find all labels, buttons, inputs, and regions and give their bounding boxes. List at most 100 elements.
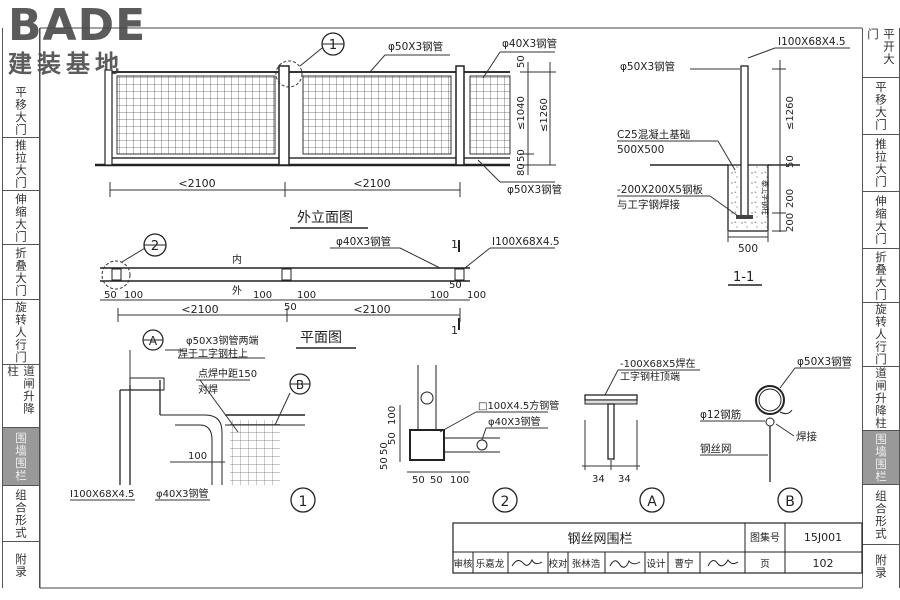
section-title: 1-1 — [733, 270, 754, 285]
right-tab-folding-gate[interactable]: 折叠大门 — [863, 249, 899, 303]
tab-label: 旋转人行门 — [874, 303, 888, 366]
elev-span-left: <2100 — [178, 177, 215, 190]
drawing-title: 钢丝网围栏 — [567, 532, 632, 547]
detailB-label-weld: 焊接 — [796, 430, 817, 443]
detail2-dim-b100: 100 — [450, 475, 469, 486]
detail2-label-square: □100X4.5方钢管 — [478, 399, 559, 412]
detailA-dim-right: 34 — [618, 474, 631, 485]
plan-post-0 — [111, 268, 122, 281]
logo-chinese: 建装基地 — [8, 50, 124, 78]
detail2-marker: 2 — [501, 494, 510, 510]
checker-signature — [609, 560, 641, 568]
mesh-panel-3 — [469, 75, 511, 155]
right-tab-revolving-door[interactable]: 旋转人行门 — [863, 303, 899, 367]
right-tab-sliding-gate[interactable]: 平移大门 — [863, 78, 899, 135]
left-tab-push-gate[interactable]: 推拉大门 — [3, 138, 39, 191]
tab-label: 旋转人行门 — [14, 300, 28, 364]
plan-label-beam: I100X68X4.5 — [492, 236, 560, 248]
page-number: 102 — [813, 557, 834, 570]
right-tab-swing-gate[interactable]: 平开大门 — [863, 28, 899, 78]
plan-marker-text: 2 — [151, 239, 159, 254]
elev-top-label: φ50X3钢管 — [388, 40, 443, 53]
detailB-marker: B — [785, 494, 795, 510]
right-tab-push-gate[interactable]: 推拉大门 — [863, 135, 899, 192]
left-tab-sliding-gate[interactable]: 平移大门 — [3, 85, 39, 138]
left-tab-appendix[interactable]: 附录 — [3, 542, 39, 588]
elev-dim-mid: ≤1040 — [516, 96, 527, 130]
plan-span-left: <2100 — [181, 303, 218, 316]
checker-name: 张林浩 — [572, 558, 601, 570]
tab-label: 道闸升降柱 — [6, 365, 36, 415]
left-tab-combination[interactable]: 组合形式 — [3, 486, 39, 542]
tab-label: 折叠大门 — [14, 247, 28, 297]
detail1-marker-a: A — [149, 334, 158, 348]
left-tab-barrier-bollard[interactable]: 道闸升降柱 — [3, 365, 39, 428]
right-tab-retractable-gate[interactable]: 伸缩大门 — [863, 192, 899, 249]
right-tab-appendix[interactable]: 附录 — [863, 545, 899, 588]
detail-1: A B φ50X3钢管两端 焊于工字钢柱上 点焊中距150 对焊 100 I10… — [70, 329, 316, 513]
left-tab-fence-active[interactable]: 围墙围栏 — [3, 428, 39, 486]
detail2-tube-top — [420, 391, 434, 405]
page-label: 页 — [760, 559, 770, 570]
detail2-dim-b50a: 50 — [412, 475, 425, 486]
detailA-cap-plate — [584, 394, 638, 401]
detail1-marker-b: B — [296, 378, 304, 392]
tab-label: 推拉大门 — [14, 139, 28, 189]
tab-label: 折叠大门 — [874, 250, 888, 301]
tab-label: 组合形式 — [874, 489, 888, 540]
left-tab-folding-gate[interactable]: 折叠大门 — [3, 245, 39, 300]
right-category-tabs: 平开大门 平移大门 推拉大门 伸缩大门 折叠大门 旋转人行门 道闸升降柱 围墙围… — [862, 28, 900, 588]
reviewer-name: 乐嘉龙 — [476, 558, 505, 570]
detail2-dim-b50b: 50 — [430, 475, 443, 486]
section-mark-bottom: 1 — [451, 324, 458, 337]
check-label: 校对 — [548, 558, 568, 570]
tab-label: 道闸升降柱 — [874, 367, 888, 430]
detail1-label-tube: φ50X3钢管两端 — [186, 334, 259, 347]
section-label-concrete: C25混凝土基础 — [617, 128, 690, 141]
detailB-bar — [765, 417, 775, 427]
section-dim-200: 200 — [785, 189, 796, 208]
detailA-marker: A — [647, 494, 657, 510]
design-label: 设计 — [646, 558, 666, 570]
section-label-beam: I100X68X4.5 — [778, 36, 846, 48]
section-label-plate: -200X200X5钢板 — [617, 183, 703, 196]
left-tab-retractable-gate[interactable]: 伸缩大门 — [3, 191, 39, 245]
right-tab-combination[interactable]: 组合形式 — [863, 485, 899, 545]
section-mark-top: 1 — [451, 238, 458, 251]
left-tab-revolving-door[interactable]: 旋转人行门 — [3, 300, 39, 365]
section-dim-width: 500 — [738, 243, 758, 255]
section-label-size: 500X500 — [617, 144, 664, 156]
section-inner-label: 基工字钢柱 — [761, 180, 770, 215]
detail2-label-tube: φ40X3钢管 — [488, 415, 541, 428]
tab-label: 附录 — [14, 552, 28, 578]
plan-dim-4: 50 — [284, 302, 297, 313]
mesh-panel-2 — [302, 75, 452, 155]
elevation-view: 1 φ50X3钢管 φ40X3钢管 φ50X3钢管 <2100 <2100 — [95, 32, 562, 229]
elev-marker-text: 1 — [329, 38, 337, 53]
tab-label: 伸缩大门 — [874, 195, 888, 245]
tab-label: 伸缩大门 — [14, 192, 28, 243]
detailB-tube — [755, 385, 785, 415]
detail1-dim: 100 — [188, 451, 207, 462]
elev-dim-total: ≤1260 — [539, 98, 550, 132]
detailA-label-plate: -100X68X5焊在 — [620, 358, 695, 370]
detailB-label-tube: φ50X3钢管 — [797, 355, 852, 368]
plan-dim-7: 50 — [449, 280, 462, 291]
elev-dim-top: 50 — [516, 55, 527, 68]
detail1-label-butt: 对焊 — [198, 383, 218, 396]
plan-dim-2: 100 — [124, 290, 143, 301]
plan-span-right: <2100 — [353, 303, 390, 316]
reviewer-signature — [511, 558, 543, 567]
section-dim-200b: 200 — [785, 213, 796, 232]
plan-view: 2 内 外 φ40X3钢管 I100X68X4.5 1 1 50 100 100… — [100, 233, 560, 349]
detailA-label-plate2: 工字钢柱顶端 — [620, 370, 680, 383]
right-tab-barrier-bollard[interactable]: 道闸升降柱 — [863, 367, 899, 431]
plan-post-2 — [454, 268, 465, 281]
elev-dim-ground: 80 — [516, 163, 527, 176]
right-tab-fence-active[interactable]: 围墙围栏 — [863, 431, 899, 485]
post-0 — [104, 69, 113, 166]
detail-b: φ50X3钢管 φ12钢筋 焊接 钢丝网 B — [700, 355, 852, 513]
left-category-tabs: 平移大门 推拉大门 伸缩大门 折叠大门 旋转人行门 道闸升降柱 围墙围栏 组合形… — [2, 28, 40, 588]
detail1-label-spot: 点焊中距150 — [198, 367, 257, 380]
